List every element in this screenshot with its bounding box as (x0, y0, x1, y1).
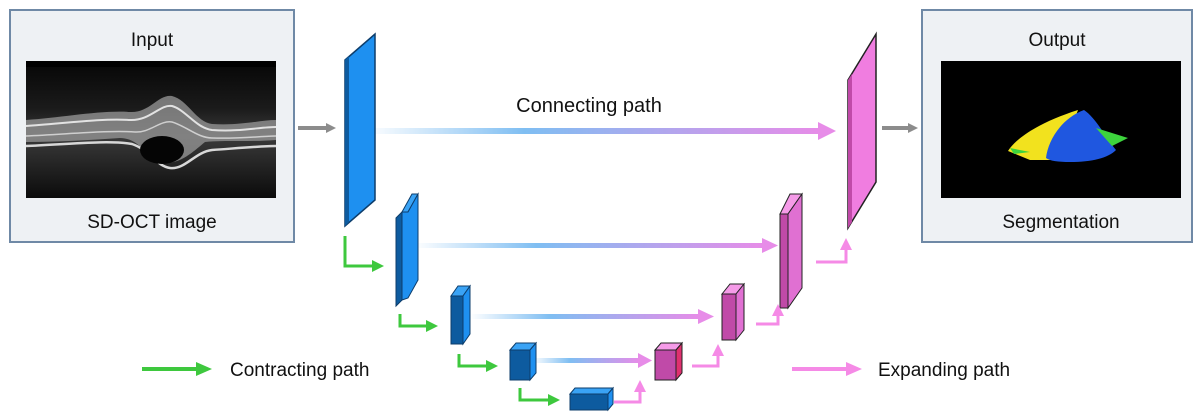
expanding-arrow-4 (816, 238, 852, 264)
sd-oct-image (25, 61, 277, 198)
contracting-arrows (343, 236, 560, 406)
output-panel: Output Segmentation (921, 9, 1193, 243)
output-caption: Segmentation (1002, 212, 1119, 233)
bottleneck-block (568, 386, 615, 412)
contracting-arrow-4 (518, 388, 560, 406)
legend-contracting: Contracting path (142, 360, 369, 381)
decoder-block-2 (779, 192, 803, 310)
expanding-arrows (614, 238, 852, 404)
legend-contracting-label: Contracting path (230, 360, 369, 381)
decoder-blocks (653, 31, 877, 382)
skip-connection-level-1 (365, 122, 836, 140)
expanding-arrow-1 (614, 380, 646, 404)
expanding-arrow-2 (692, 344, 724, 368)
encoder-block-4 (508, 341, 538, 382)
skip-connection-level-3 (470, 309, 714, 324)
input-panel: Input SD-OCT image (9, 9, 295, 243)
skip-connections (365, 122, 836, 368)
output-title: Output (1028, 30, 1086, 51)
decoder-block-1 (847, 31, 877, 231)
legend-expanding-label: Expanding path (878, 360, 1010, 381)
encoder-blocks (344, 32, 615, 412)
contracting-arrow-1 (343, 236, 384, 272)
decoder-block-4 (653, 341, 684, 382)
skip-connection-level-4 (532, 353, 652, 368)
encoder-block-1 (344, 32, 376, 228)
contracting-arrow-2 (398, 314, 438, 332)
skip-connection-level-2 (414, 238, 778, 253)
encoder-block-2 (395, 192, 419, 308)
segmentation-image (941, 61, 1181, 198)
expanding-arrow-3 (756, 304, 784, 326)
legend-expanding: Expanding path (792, 360, 1010, 381)
input-caption: SD-OCT image (87, 212, 217, 233)
input-title: Input (131, 30, 174, 51)
decoder-block-3 (720, 282, 746, 342)
legend: Contracting path Expanding path (142, 360, 1010, 381)
connecting-path-label: Connecting path (516, 95, 662, 117)
encoder-block-3 (450, 284, 471, 346)
contracting-arrow-3 (457, 354, 498, 372)
